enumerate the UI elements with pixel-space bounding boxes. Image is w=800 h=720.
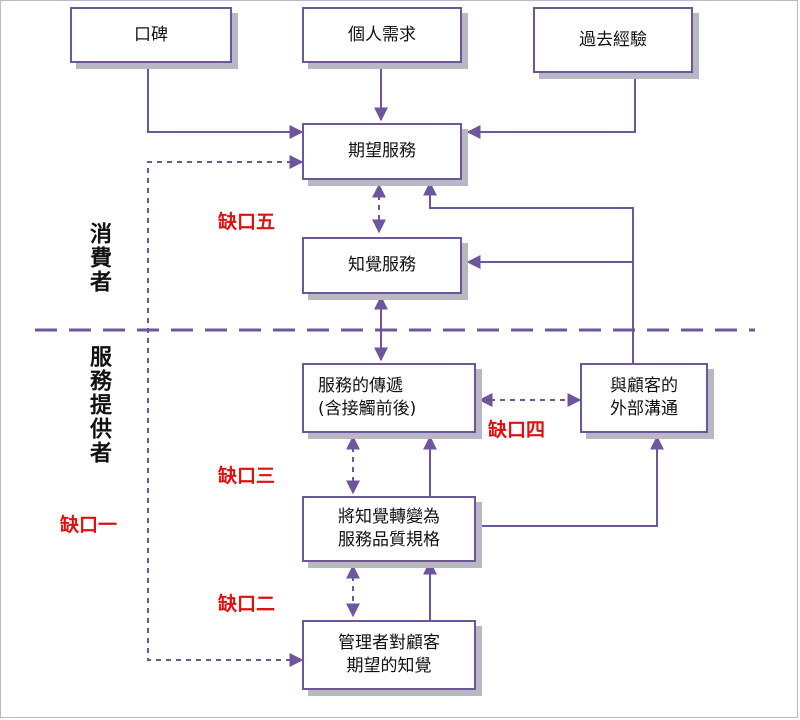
box-service-delivery-line2: (含接觸前後) (318, 399, 417, 419)
arrow-specs-to-external-comm (476, 435, 664, 527)
gap5-label: 缺口五 (218, 211, 276, 233)
box-past-experience-label: 過去經驗 (579, 29, 647, 50)
box-expected-service-label: 期望服務 (348, 141, 416, 162)
arrow-word-of-mouth-to-expected (147, 63, 304, 139)
box-perceived-service: 知覺服務 (302, 237, 462, 294)
arrow-external-comm-to-expected (423, 181, 634, 363)
box-external-communication-line1: 與顧客的 (610, 376, 678, 397)
gap1-dashed-link (147, 155, 304, 667)
box-service-quality-specs: 將知覺轉變為 服務品質規格 (302, 496, 476, 562)
box-service-quality-specs-line1: 將知覺轉變為 (338, 507, 440, 528)
box-management-perception: 管理者對顧客 期望的知覺 (302, 620, 476, 690)
box-management-perception-line2: 期望的知覺 (346, 656, 432, 676)
box-service-delivery: 服務的傳遞 (含接觸前後) (302, 363, 476, 433)
box-word-of-mouth: 口碑 (70, 7, 232, 63)
gap1-label: 缺口一 (60, 514, 118, 536)
gap4-label: 缺口四 (488, 419, 546, 441)
box-service-quality-specs-line2: 服務品質規格 (338, 530, 440, 550)
provider-side-label: 服務提供者 (86, 345, 111, 465)
box-management-perception-line1: 管理者對顧客 (338, 633, 440, 654)
gap2-label: 缺口二 (218, 593, 276, 615)
box-word-of-mouth-label: 口碑 (134, 24, 168, 45)
box-past-experience: 過去經驗 (533, 7, 693, 73)
box-personal-needs: 個人需求 (302, 7, 462, 63)
arrow-past-experience-to-expected (466, 73, 636, 139)
box-external-communication: 與顧客的 外部溝通 (580, 363, 708, 433)
gap3-label: 缺口三 (218, 465, 276, 487)
box-service-delivery-line1: 服務的傳遞 (318, 376, 403, 397)
box-external-communication-line2: 外部溝通 (610, 399, 678, 419)
consumer-side-label: 消費者 (86, 222, 111, 294)
box-expected-service: 期望服務 (302, 123, 462, 180)
box-personal-needs-label: 個人需求 (348, 24, 416, 45)
box-perceived-service-label: 知覺服務 (348, 255, 416, 276)
